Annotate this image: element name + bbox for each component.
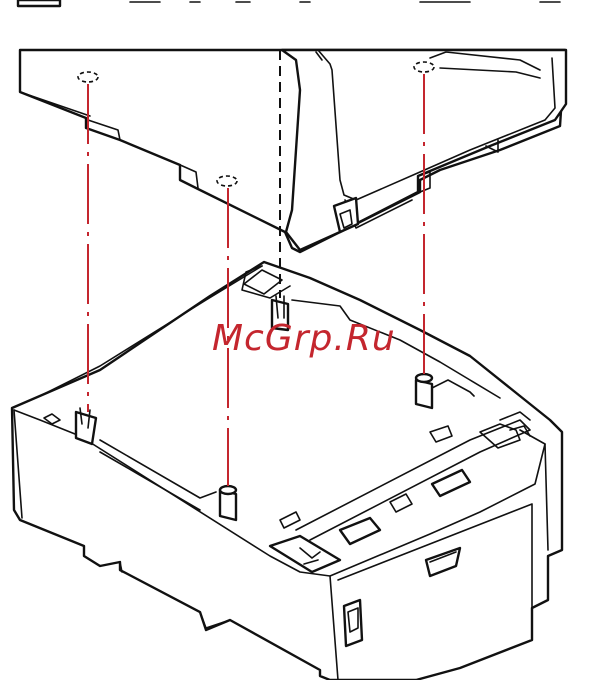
cropped-header-strokes	[18, 0, 560, 6]
watermark-text: McGrp.Ru	[212, 318, 396, 359]
printer-body	[20, 50, 566, 252]
